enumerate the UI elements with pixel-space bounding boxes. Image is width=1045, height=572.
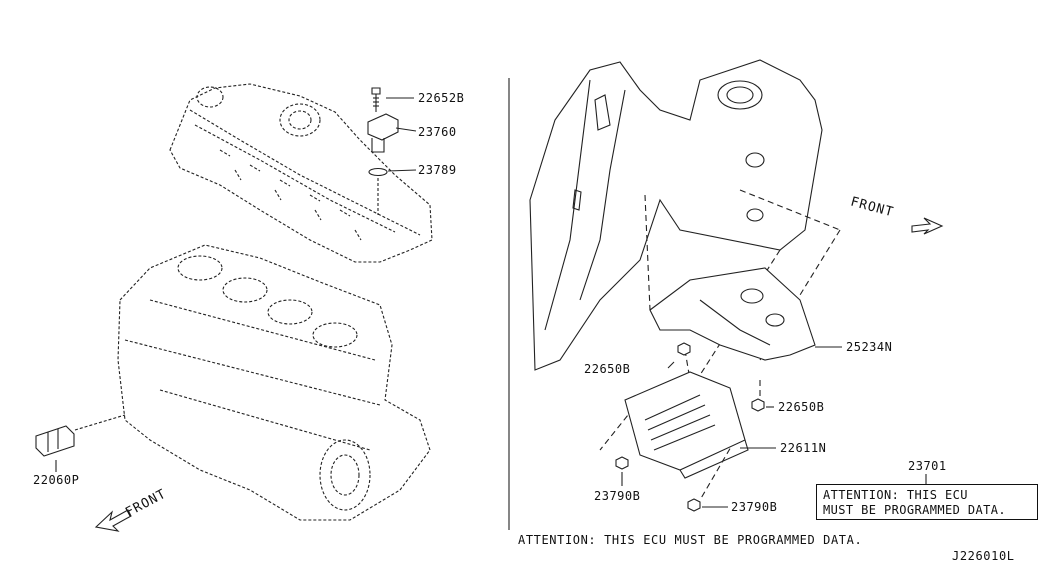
attention-box-line2: MUST BE PROGRAMMED DATA. <box>823 503 1006 517</box>
part-22650b-label-right: 22650B <box>778 400 825 414</box>
ecu-unit <box>624 371 776 479</box>
attention-box-line1: ATTENTION: THIS ECU <box>823 488 968 502</box>
fasteners <box>615 342 765 512</box>
diagram-code: J226010L <box>952 549 1015 563</box>
ecu-attention-box: ATTENTION: THIS ECU MUST BE PROGRAMMED D… <box>816 484 1038 520</box>
part-22060p-label: 22060P <box>33 473 80 487</box>
engine-block <box>74 244 431 521</box>
part-23701-label: 23701 <box>908 459 947 473</box>
part-23790b-label-left: 23790B <box>594 489 641 503</box>
body-panel <box>529 59 823 371</box>
part-22611n-label: 22611N <box>780 441 827 455</box>
part-23789-label: 23789 <box>418 163 457 177</box>
part-23790b-label-right: 23790B <box>731 500 778 514</box>
ecu-bracket <box>649 267 842 361</box>
camshaft-sensor-stack <box>367 87 417 215</box>
part-22650b-label-left: 22650B <box>584 362 631 376</box>
part-25234n-label: 25234N <box>846 340 893 354</box>
part-22652b-label: 22652B <box>418 91 465 105</box>
footer-attention-note: ATTENTION: THIS ECU MUST BE PROGRAMMED D… <box>518 533 863 547</box>
front-arrow-right <box>911 217 944 235</box>
front-arrow-left <box>94 509 132 532</box>
knock-sensor <box>35 425 75 472</box>
part-23760-label: 23760 <box>418 125 457 139</box>
cylinder-head-cover <box>169 83 433 263</box>
